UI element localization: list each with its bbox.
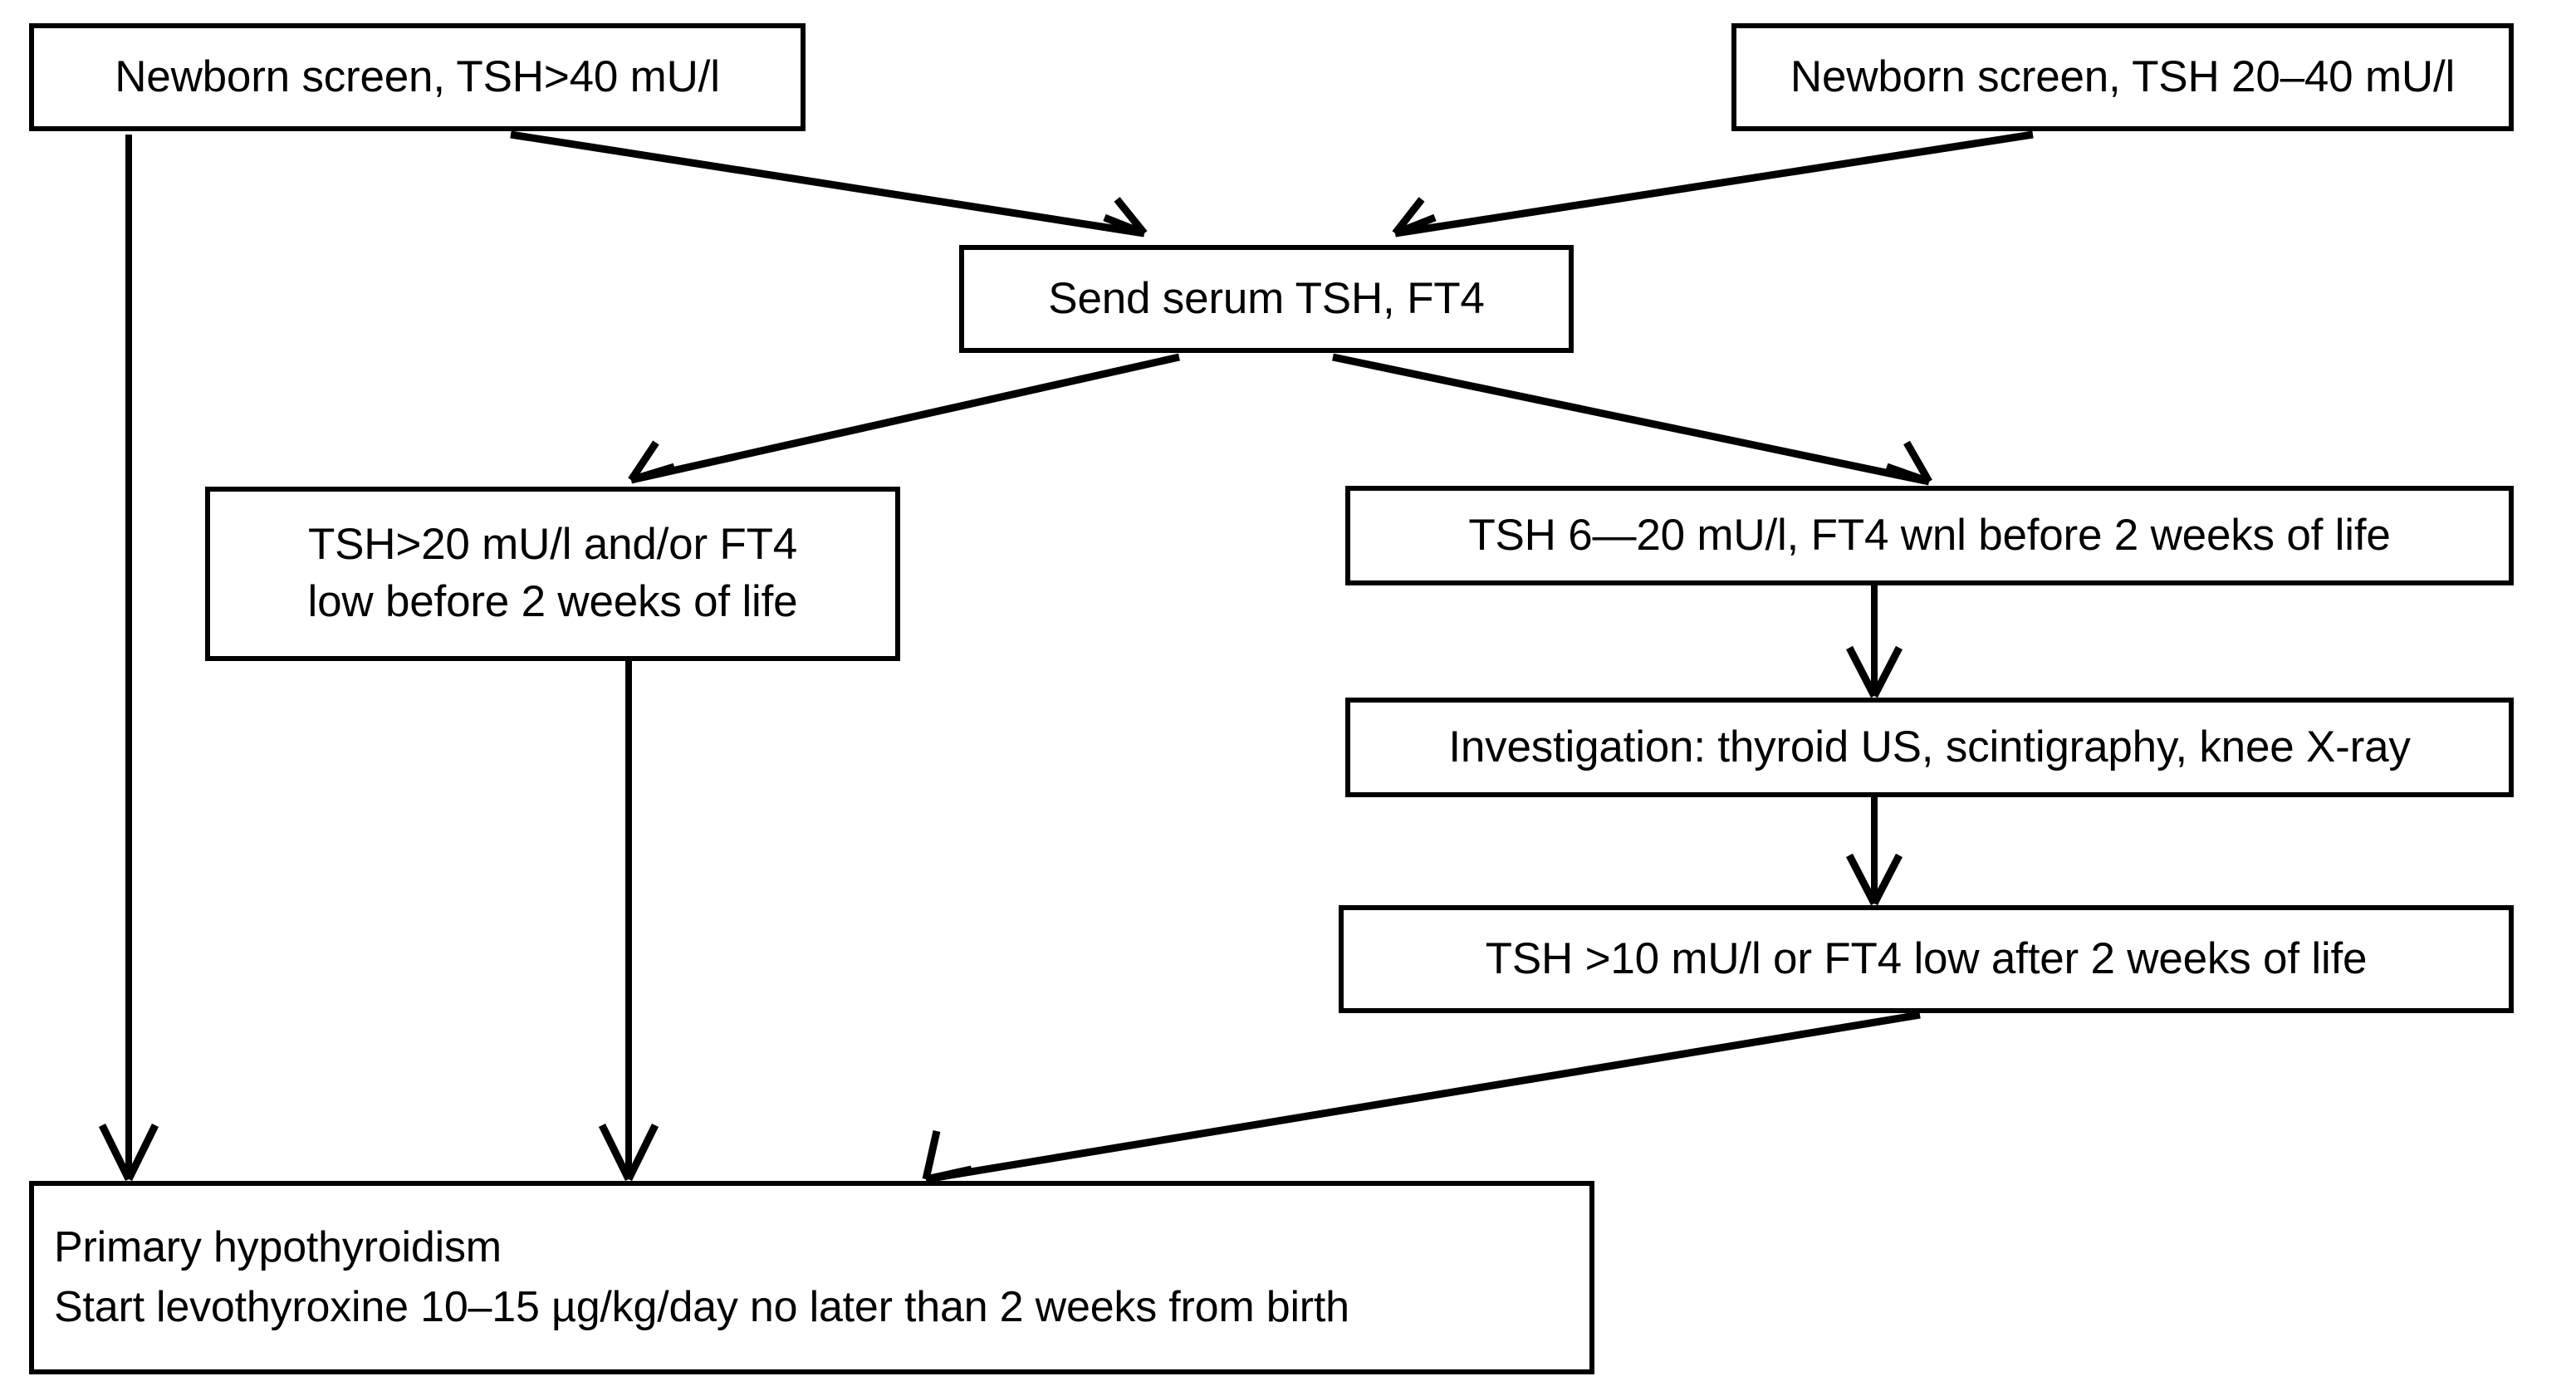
edge-screen-high-to-primary-hypothyroidism [98,135,159,1181]
node-send-serum[interactable]: Send serum TSH, FT4 [959,245,1574,353]
node-primary-hypothyroidism-label: Primary hypothyroidism Start levothyroxi… [54,1222,1349,1331]
node-screen-high[interactable]: Newborn screen, TSH>40 mU/l [29,23,806,131]
edge-tsh10-after-to-primary-hypothyroidism [922,1011,1921,1183]
node-tsh10-after[interactable]: TSH >10 mU/l or FT4 low after 2 weeks of… [1339,905,2514,1013]
edge-screen-mid-to-send-serum [1392,130,2034,238]
node-tsh10-after-label: TSH >10 mU/l or FT4 low after 2 weeks of… [1485,933,2368,983]
edge-send-serum-to-tsh20-ft4-low [628,353,1180,484]
edge-send-serum-to-tsh6-20 [1332,353,1932,486]
node-screen-mid[interactable]: Newborn screen, TSH 20–40 mU/l [1731,23,2514,131]
edge-screen-high-to-send-serum [510,130,1148,238]
node-tsh20-ft4-low-label: TSH>20 mU/l and/or FT4 low before 2 week… [307,520,798,626]
edge-tsh20-ft4-low-to-primary-hypothyroidism [598,660,659,1181]
node-tsh6-20-label: TSH 6—20 mU/l, FT4 wnl before 2 weeks of… [1468,510,2391,560]
node-tsh6-20[interactable]: TSH 6—20 mU/l, FT4 wnl before 2 weeks of… [1345,486,2514,585]
node-tsh20-ft4-low[interactable]: TSH>20 mU/l and/or FT4 low before 2 week… [205,487,900,661]
node-send-serum-label: Send serum TSH, FT4 [1048,273,1485,323]
node-screen-mid-label: Newborn screen, TSH 20–40 mU/l [1790,51,2456,101]
edge-investigation-to-tsh10-after [1846,797,1903,906]
node-primary-hypothyroidism[interactable]: Primary hypothyroidism Start levothyroxi… [29,1181,1594,1374]
node-investigation-label: Investigation: thyroid US, scintigraphy,… [1448,722,2411,771]
node-investigation[interactable]: Investigation: thyroid US, scintigraphy,… [1345,698,2514,797]
edge-tsh6-20-to-investigation [1846,585,1903,698]
node-screen-high-label: Newborn screen, TSH>40 mU/l [115,51,720,101]
